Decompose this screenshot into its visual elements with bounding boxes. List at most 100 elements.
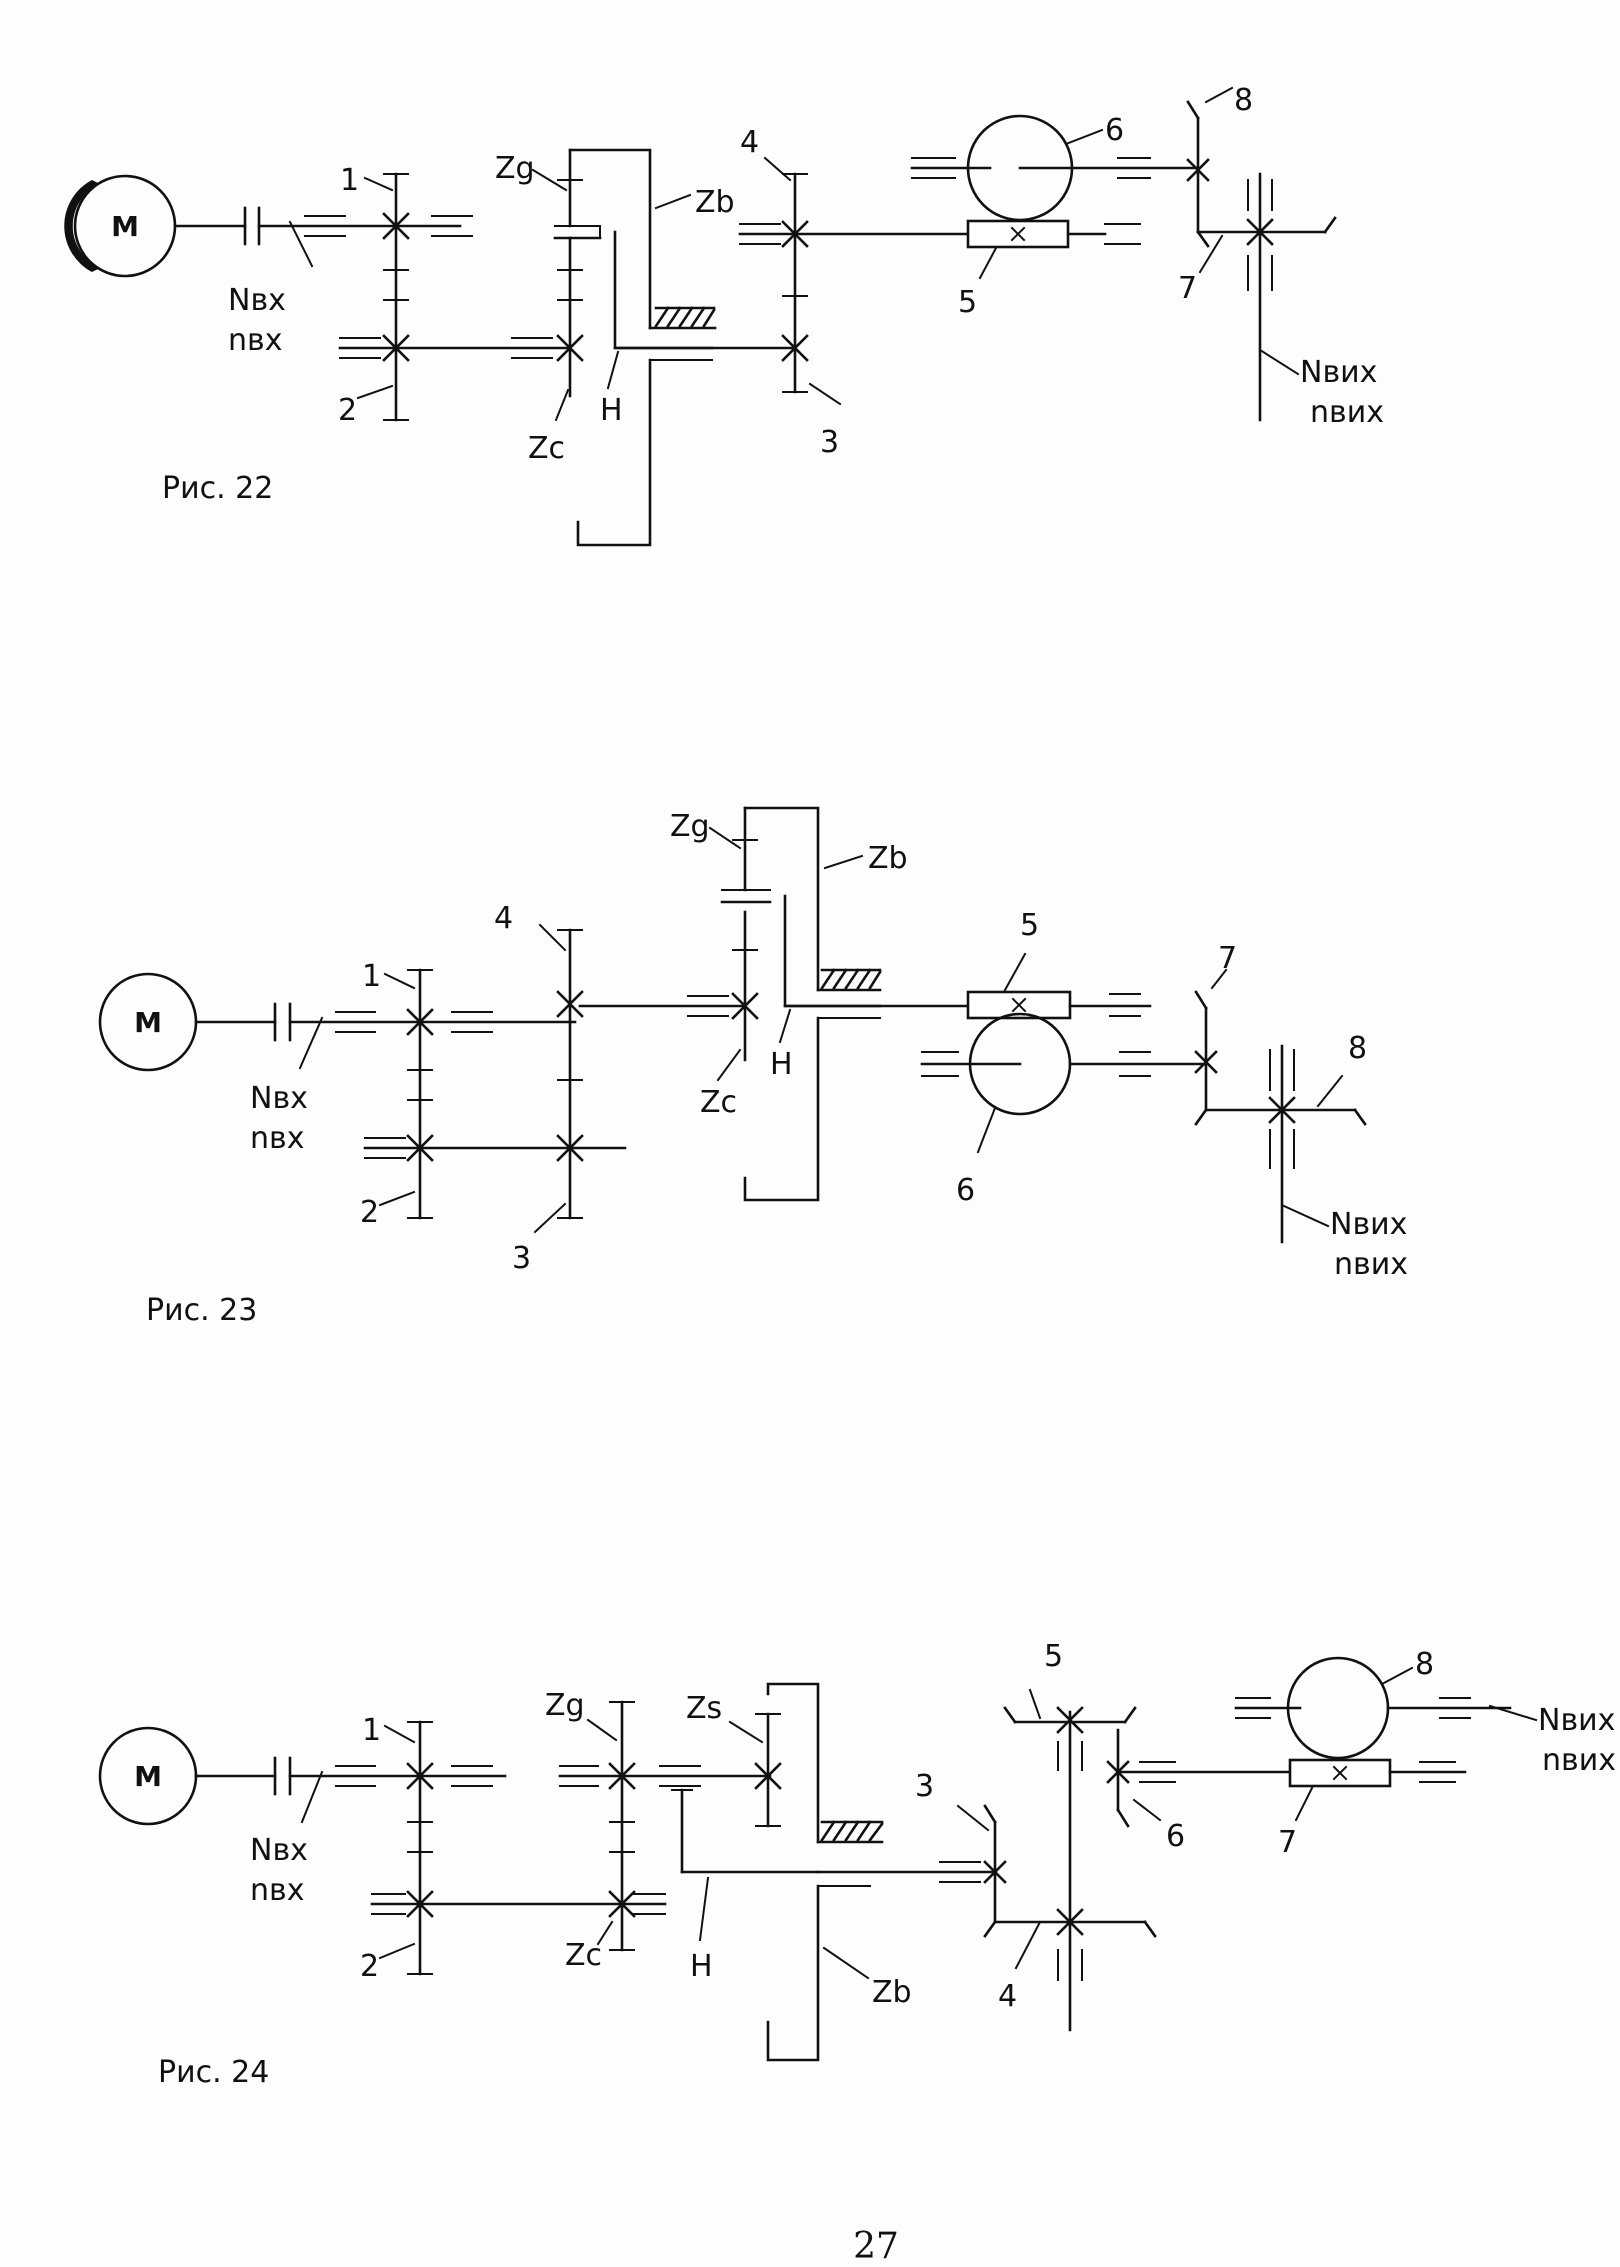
ring-zb-upper-23 — [743, 806, 820, 992]
leader-input-22 — [288, 220, 314, 268]
page-number: 27 — [853, 2226, 899, 2267]
bevel-8-tooth-b-23 — [1353, 1108, 1367, 1126]
bevel-3-tooth-24 — [983, 1804, 997, 1824]
leader-h-24 — [698, 1876, 710, 1942]
leader-out-24 — [1488, 1704, 1538, 1722]
gear-3-cross-b-22 — [781, 334, 809, 362]
leader-out-23 — [1282, 1204, 1330, 1228]
motor-shadow — [64, 180, 100, 272]
bevel-8-cross-b-22 — [1186, 158, 1210, 182]
leader-zc-23 — [716, 1048, 742, 1082]
label-h-22: H — [600, 393, 623, 428]
leader-8-24 — [1380, 1666, 1414, 1686]
label-zc-23: Zc — [700, 1085, 737, 1120]
leader-zg-23 — [708, 826, 742, 850]
label-8-24: 8 — [1415, 1647, 1434, 1682]
leader-2-24 — [378, 1942, 416, 1960]
worm-x-b-22 — [1010, 226, 1026, 242]
label-2-23: 2 — [360, 1195, 379, 1230]
gear-4-cross-b-24 — [1056, 1908, 1084, 1936]
label-nin-22: Nвх — [228, 283, 286, 318]
bevel-8-tooth-22 — [1186, 100, 1200, 120]
gear-3-cross-b-23 — [556, 1134, 584, 1162]
gear-4-cross-b-23 — [556, 990, 584, 1018]
leader-h-22 — [606, 350, 620, 390]
label-5-23: 5 — [1020, 908, 1039, 943]
carrier-h-22 — [613, 230, 714, 350]
leader-input-23 — [298, 1016, 324, 1070]
label-zs-24: Zs — [686, 1691, 722, 1726]
label-4-24: 4 — [998, 1979, 1017, 2014]
bevel-4-tooth-b-24 — [1143, 1920, 1157, 1938]
label-2-22: 2 — [338, 393, 357, 428]
leader-7-22 — [1198, 234, 1224, 274]
ground-hatch-24 — [820, 1820, 884, 1842]
label-nout-24: Nвих — [1538, 1703, 1615, 1738]
label-nout-speed-24: nвих — [1542, 1743, 1616, 1778]
label-7-22: 7 — [1178, 271, 1197, 306]
gear-1-cross-b-23 — [406, 1008, 434, 1036]
leader-8-23 — [1316, 1074, 1344, 1108]
leader-1-24 — [383, 1724, 416, 1744]
leader-6-22 — [1064, 128, 1104, 146]
label-6-23: 6 — [956, 1173, 975, 1208]
label-4-22: 4 — [740, 125, 759, 160]
label-nin-speed-22: nвх — [228, 323, 282, 358]
leader-1-22 — [363, 176, 394, 192]
ring-zb-lower-24 — [766, 1884, 820, 2062]
bevel-5-tooth-a-24 — [1003, 1706, 1017, 1724]
leader-zb-23 — [823, 854, 864, 870]
ring-zb-upper-22 — [568, 148, 652, 330]
gear-zs-cross-b-24 — [754, 1762, 782, 1790]
leader-2-22 — [356, 384, 394, 400]
bevel-5-tooth-b-24 — [1123, 1706, 1137, 1724]
label-5-24: 5 — [1044, 1639, 1063, 1674]
leader-input-24 — [300, 1770, 324, 1824]
worm-x-b-23 — [1011, 997, 1027, 1013]
label-zc-24: Zc — [565, 1938, 602, 1973]
label-3-23: 3 — [512, 1241, 531, 1276]
label-zg-24: Zg — [545, 1688, 585, 1723]
label-zg-22: Zg — [495, 151, 535, 186]
bevel-7-tooth-23 — [1194, 990, 1208, 1010]
leader-zs-24 — [728, 1720, 764, 1744]
bevel-6-tooth-24 — [1116, 1808, 1130, 1828]
leader-2-23 — [378, 1190, 416, 1207]
leader-6-24 — [1132, 1798, 1162, 1822]
label-zb-23: Zb — [868, 841, 908, 876]
label-nout-speed-22: nвих — [1310, 395, 1384, 430]
leader-3-23 — [533, 1202, 567, 1234]
bevel-8-tooth-a-23 — [1194, 1108, 1208, 1126]
leader-1-23 — [383, 972, 416, 990]
label-2-24: 2 — [360, 1949, 379, 1984]
figure-24: M Nвх nвх 1 2 — [98, 1639, 1616, 2090]
leader-4-24 — [1014, 1920, 1042, 1970]
gear-zc-cross-b-24 — [608, 1890, 636, 1918]
caption-22: Рис. 22 — [162, 471, 273, 506]
leader-zb-24 — [822, 1946, 870, 1980]
motor-label-23: M — [134, 1006, 162, 1039]
leader-zg-22 — [531, 168, 568, 192]
label-4-23: 4 — [494, 901, 513, 936]
leader-3-22 — [808, 382, 842, 406]
ground-hatch-22 — [654, 306, 716, 328]
label-nout-speed-23: nвих — [1334, 1247, 1408, 1282]
label-6-22: 6 — [1105, 113, 1124, 148]
motor-label-24: M — [134, 1760, 162, 1793]
leader-6-23 — [976, 1106, 997, 1154]
leader-3-24 — [956, 1804, 990, 1832]
label-1-23: 1 — [362, 959, 381, 994]
label-5-22: 5 — [958, 285, 977, 320]
caption-23: Рис. 23 — [146, 1293, 257, 1328]
leader-5-24 — [1028, 1688, 1042, 1720]
leader-4-22 — [763, 156, 792, 182]
bevel-7-tooth-a-22 — [1323, 216, 1337, 234]
gear-1-cross-b-22 — [382, 212, 410, 240]
leader-7-23 — [1210, 968, 1228, 990]
leader-out-22 — [1258, 348, 1300, 376]
worm-wheel-8-24 — [1286, 1656, 1390, 1760]
ground-hatch-23 — [820, 968, 882, 990]
label-h-24: H — [690, 1949, 713, 1984]
label-8-22: 8 — [1234, 83, 1253, 118]
